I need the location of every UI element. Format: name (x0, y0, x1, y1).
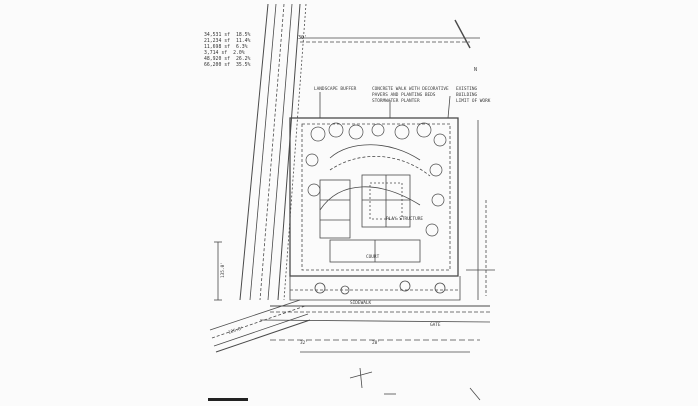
legend-area: 48,920 sf (204, 57, 230, 62)
zone-c-line3: LIMIT OF WORK (456, 99, 491, 104)
legend-row: 21,234 sf 11.4% (204, 39, 250, 45)
legend-area: 34,531 sf (204, 33, 230, 38)
dim-left: 135.0' (221, 262, 226, 278)
north-label: N (474, 67, 478, 73)
legend-pct: 18.5% (236, 33, 251, 38)
site-boundary (289, 117, 459, 277)
legend-pct: 6.3% (236, 45, 248, 50)
area-legend: 34,531 sf 18.5% 21,234 sf 11.4% 11,698 sf 6… (204, 33, 250, 69)
legend-row: 66,200 sf 35.5% (204, 63, 250, 69)
scale-bar (208, 398, 248, 401)
center-label: PLAY STRUCTURE (386, 217, 424, 222)
legend-pct: 11.4% (236, 39, 251, 44)
legend-row: 34,531 sf 18.5% (204, 33, 250, 39)
legend-area: 11,698 sf (204, 45, 230, 50)
dim-bottom-b: 28' (372, 341, 380, 346)
legend-area: 66,200 sf (204, 63, 230, 68)
court-label: COURT (366, 255, 380, 260)
legend-area: 21,234 sf (204, 39, 230, 44)
zone-c-line1: EXISTING (456, 87, 478, 92)
zone-b-line2: PAVERS AND PLANTING BEDS (372, 93, 436, 98)
zone-b-line3: STORMWATER PLANTER (372, 99, 420, 104)
legend-pct: 26.2% (236, 57, 251, 62)
legend-row: 3,714 sf 2.0% (204, 51, 250, 57)
legend-area: 3,714 sf (204, 51, 228, 56)
zone-b-line1: CONCRETE WALK WITH DECORATIVE (372, 87, 449, 92)
dim-bottom-a: 32' (300, 341, 308, 346)
zone-a-label: LANDSCAPE BUFFER (314, 87, 357, 92)
legend-pct: 35.5% (236, 63, 251, 68)
zone-c-line2: BUILDING (456, 93, 478, 98)
tree-row (305, 122, 447, 237)
gate-label: GATE (430, 323, 441, 328)
legend-pct: 2.0% (233, 51, 245, 56)
lower-road (209, 299, 311, 353)
bottom-label: SIDEWALK (350, 301, 372, 306)
legend-row: 48,920 sf 26.2% (204, 57, 250, 63)
road-band (239, 3, 307, 301)
legend-row: 11,698 sf 6.3% (204, 45, 250, 51)
top-dimension: 30' (298, 35, 308, 41)
